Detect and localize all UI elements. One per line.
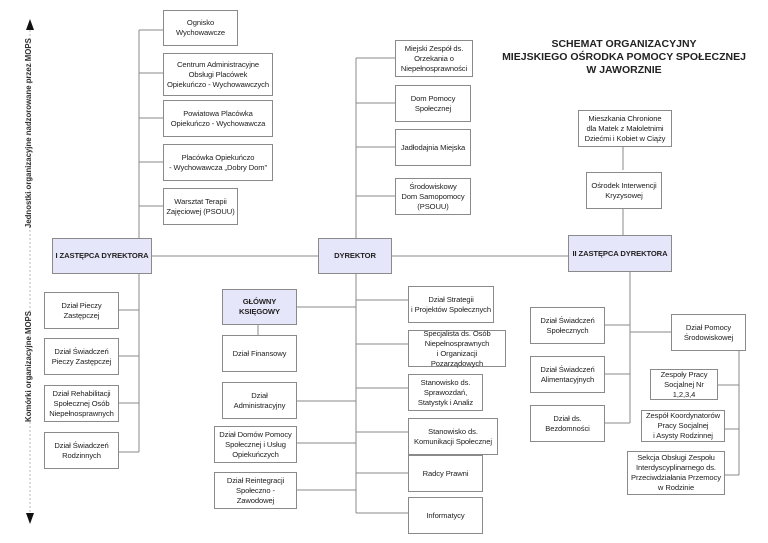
box-department[interactable]: Dział Świadczeń Alimentacyjnych [530, 356, 605, 393]
box-environmental-aid[interactable]: Dział Pomocy Środowiskowej [671, 314, 746, 351]
box-chief-accountant[interactable]: GŁÓWNY KSIĘGOWY [222, 289, 297, 325]
box-unit[interactable]: Mieszkania Chronione dla Matek z Małolet… [578, 110, 672, 147]
box-unit[interactable]: Centrum Administracyjne Obsługi Placówek… [163, 53, 273, 96]
box-department[interactable]: Stanowisko ds. Sprawozdań, Statystyk i A… [408, 374, 483, 411]
box-deputy1[interactable]: I ZASTĘPCA DYREKTORA [52, 238, 152, 274]
box-department[interactable]: Dział Świadczeń Rodzinnych [44, 432, 119, 469]
box-department[interactable]: Specjalista ds. Osób Niepełnosprawnych i… [408, 329, 506, 368]
chart-title: SCHEMAT ORGANIZACYJNY MIEJSKIEGO OŚRODKA… [502, 38, 746, 76]
box-team[interactable]: Zespoły Pracy Socjalnej Nr 1,2,3,4 [650, 369, 718, 400]
box-unit[interactable]: Miejski Zespół ds. Orzekania o Niepełnos… [395, 40, 473, 77]
box-unit[interactable]: Ognisko Wychowawcze [163, 10, 238, 46]
box-department[interactable]: Dział Świadczeń Społecznych [530, 307, 605, 344]
box-unit[interactable]: Warsztat Terapii Zajęciowej (PSOUU) [163, 188, 238, 225]
box-unit[interactable]: Powiatowa Placówka Opiekuńczo - Wychowaw… [163, 100, 273, 137]
box-team[interactable]: Sekcja Obsługi Zespołu Interdyscyplinarn… [627, 451, 725, 495]
arrow-up-icon [26, 19, 34, 30]
box-department[interactable]: Dział Strategii i Projektów Społecznych [408, 286, 494, 323]
box-unit[interactable]: Placówka Opiekuńczo - Wychowawcza „Dobry… [163, 144, 273, 181]
arrow-down-icon [26, 513, 34, 524]
box-department[interactable]: Dział ds. Bezdomności [530, 405, 605, 442]
box-department[interactable]: Dział Administracyjny [222, 382, 297, 419]
box-team[interactable]: Zespół Koordynatorów Pracy Socjalnej i A… [641, 410, 725, 442]
label-supervised-units: Jednostki organizacyjne nadzorowane prze… [24, 38, 33, 228]
box-department[interactable]: Radcy Prawni [408, 455, 483, 492]
box-department[interactable]: Dział Domów Pomocy Społecznej i Usług Op… [214, 426, 297, 463]
box-deputy2[interactable]: II ZASTĘPCA DYREKTORA [568, 235, 672, 272]
box-unit[interactable]: Środowiskowy Dom Samopomocy (PSOUU) [395, 178, 471, 215]
box-unit[interactable]: Dom Pomocy Społecznej [395, 85, 471, 122]
box-department[interactable]: Dział Świadczeń Pieczy Zastępczej [44, 338, 119, 375]
label-internal-cells: Komórki organizacyjne MOPS [24, 311, 33, 422]
box-director[interactable]: DYREKTOR [318, 238, 392, 274]
box-department[interactable]: Informatycy [408, 497, 483, 534]
box-unit[interactable]: Ośrodek Interwencji Kryzysowej [586, 172, 662, 209]
box-department[interactable]: Dział Rehabilitacji Społecznej Osób Niep… [44, 385, 119, 422]
box-department[interactable]: Dział Finansowy [222, 335, 297, 372]
box-department[interactable]: Dział Pieczy Zastępczej [44, 292, 119, 329]
box-department[interactable]: Stanowisko ds. Komunikacji Społecznej [408, 418, 498, 455]
box-department[interactable]: Dział Reintegracji Społeczno - Zawodowej [214, 472, 297, 509]
box-unit[interactable]: Jadłodajnia Miejska [395, 129, 471, 166]
